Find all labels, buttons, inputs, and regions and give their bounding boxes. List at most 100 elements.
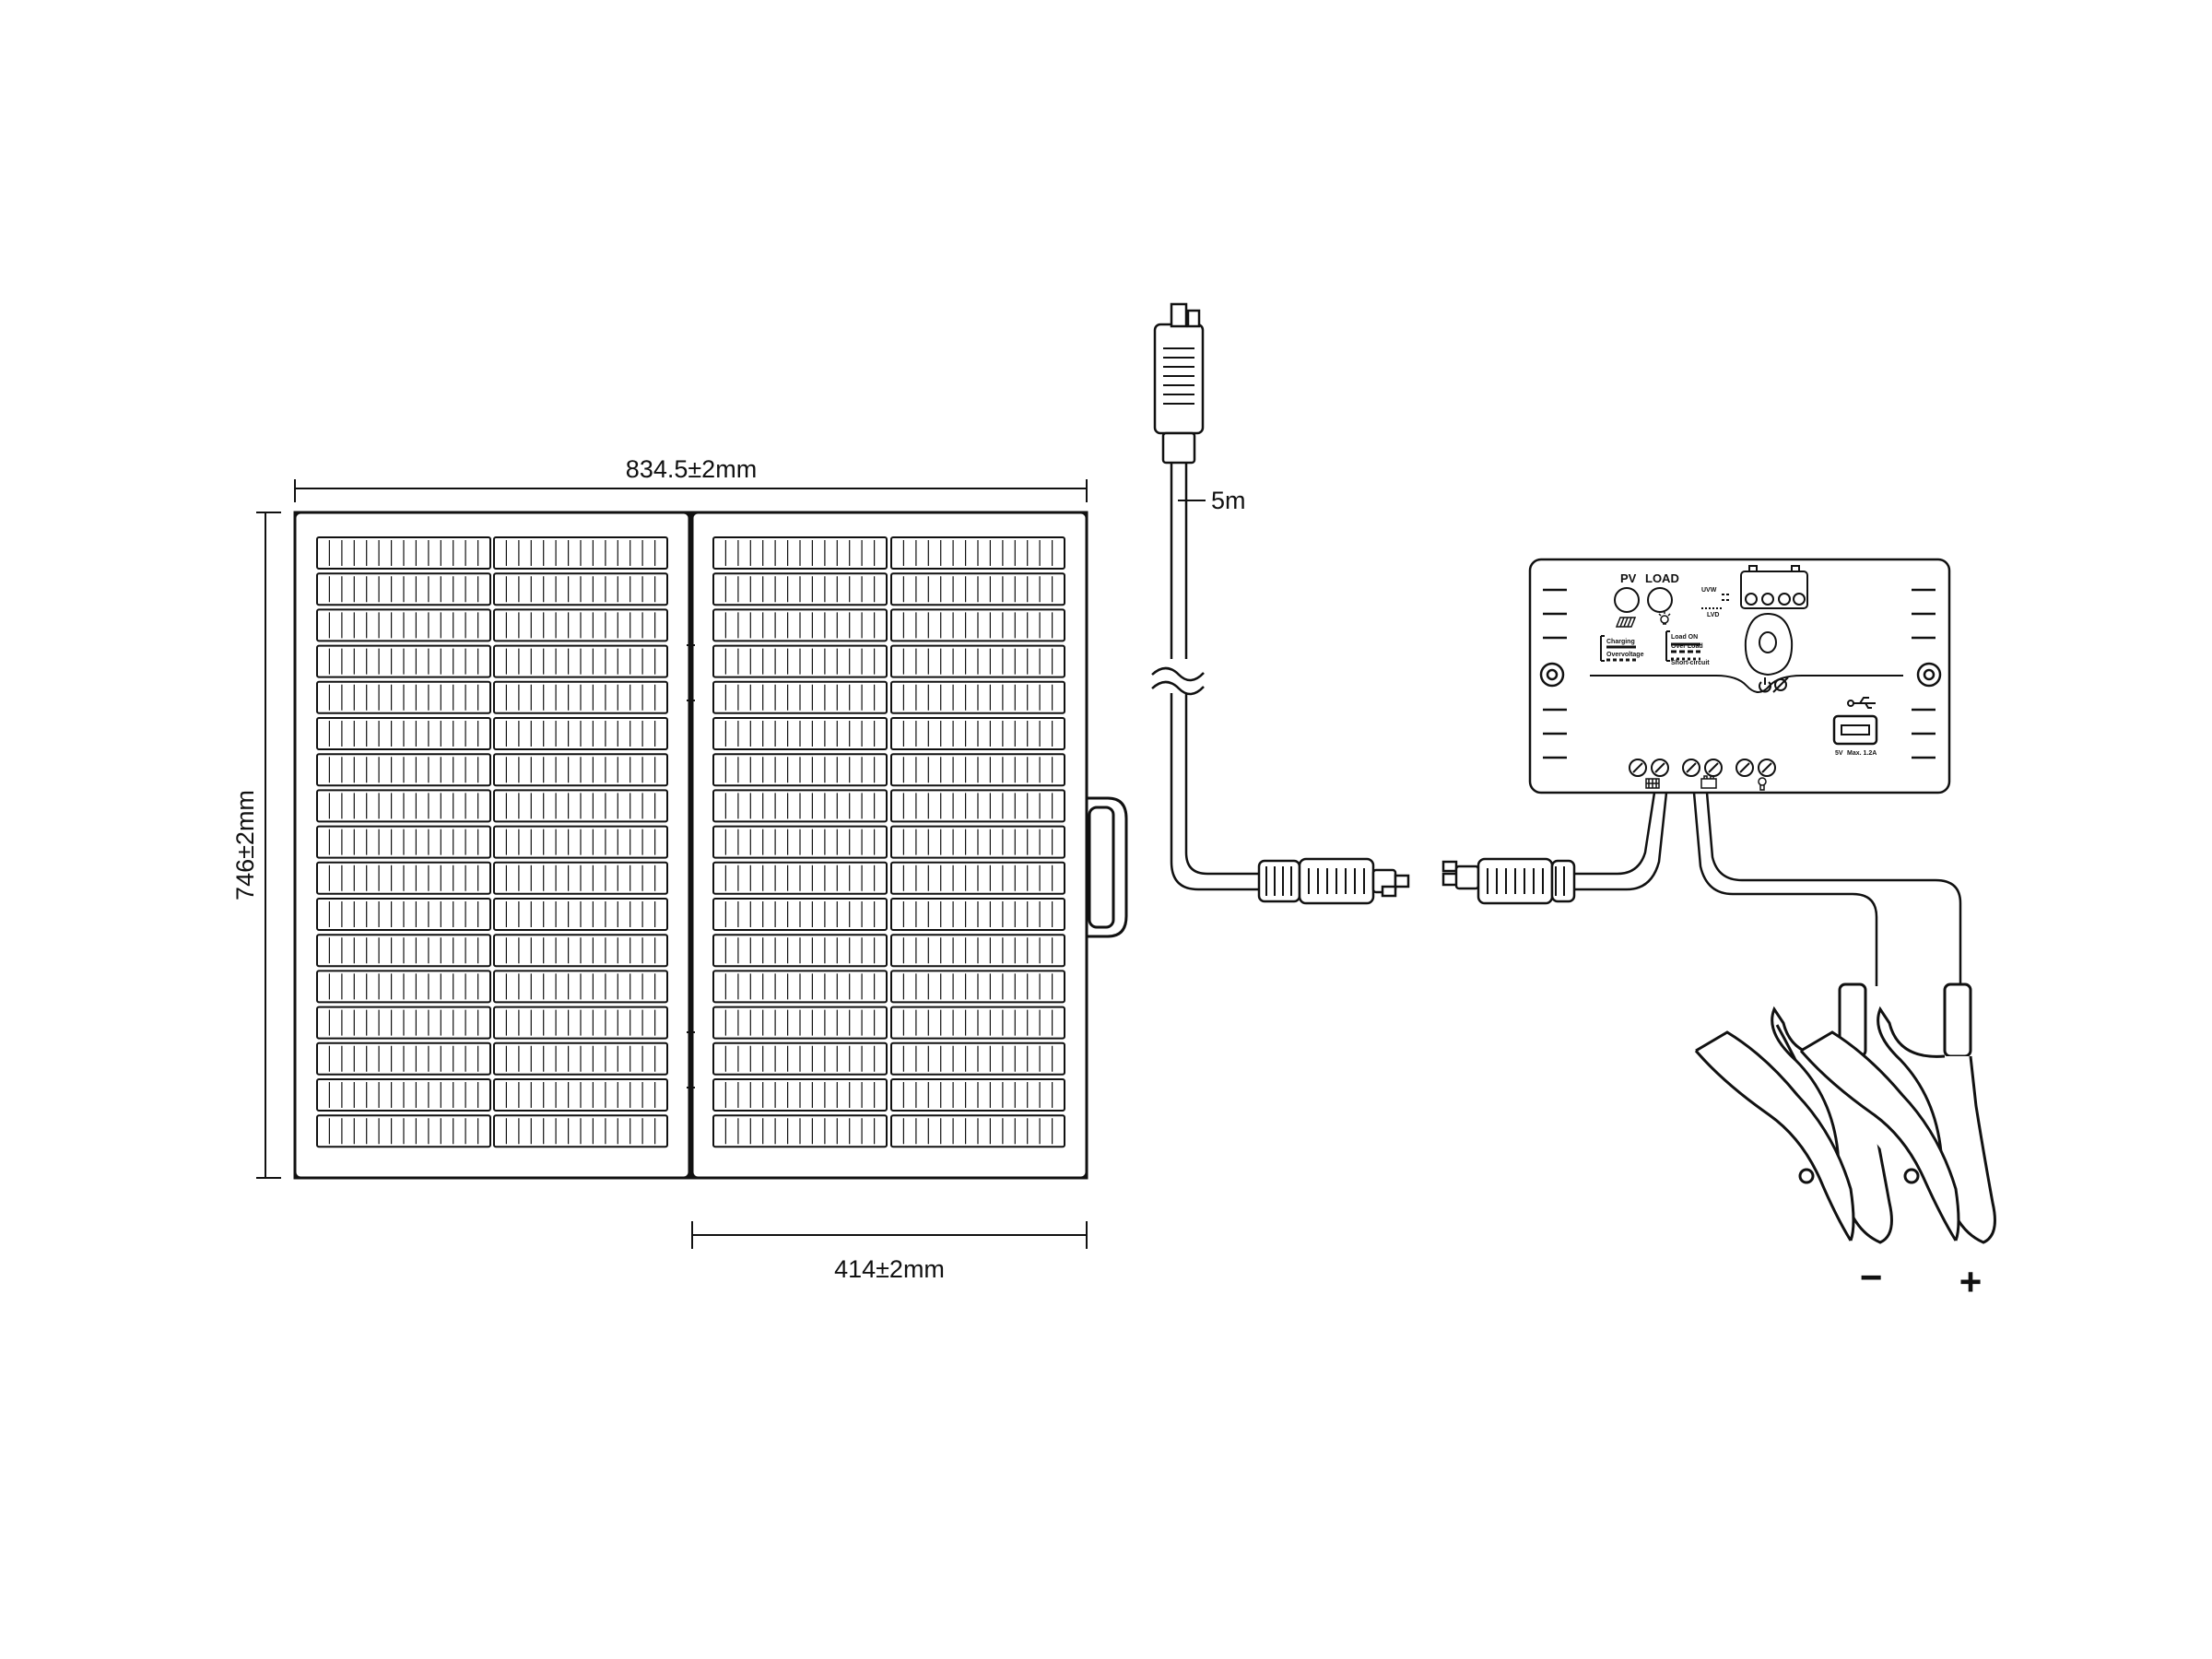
panel-right-frame bbox=[690, 511, 1088, 1180]
solar-cell bbox=[316, 898, 491, 931]
solar-cell bbox=[712, 1006, 888, 1040]
solar-cell bbox=[316, 608, 491, 642]
solar-cell bbox=[316, 536, 491, 570]
solar-cell bbox=[712, 970, 888, 1004]
uvw-label: UVW bbox=[1701, 587, 1717, 594]
solar-cell bbox=[316, 1114, 491, 1148]
mount-hole-right bbox=[1916, 662, 1942, 688]
solar-cell bbox=[316, 753, 491, 787]
solar-cell bbox=[712, 789, 888, 823]
solar-cell bbox=[316, 934, 491, 968]
solar-cell bbox=[316, 1006, 491, 1040]
load-indicator bbox=[1647, 587, 1673, 613]
positive-clamp bbox=[1799, 982, 1996, 1244]
terminal-block bbox=[1629, 759, 1776, 777]
solar-cell bbox=[712, 1041, 888, 1076]
panel-divider-curve bbox=[1590, 675, 1903, 693]
solar-cell bbox=[890, 572, 1065, 606]
overall-width-dimension-line bbox=[294, 479, 1088, 502]
usb-current-label: Max. 1.2A bbox=[1847, 750, 1877, 757]
solar-cell bbox=[890, 536, 1065, 570]
solar-cell bbox=[493, 825, 668, 859]
panel-left-frame bbox=[293, 511, 691, 1180]
solar-cell bbox=[890, 717, 1065, 750]
mount-hole-left bbox=[1539, 662, 1565, 688]
height-dimension-line bbox=[256, 512, 281, 1179]
status-overvoltage: Overvoltage bbox=[1606, 652, 1644, 658]
cable-length-label: 5m bbox=[1211, 487, 1246, 514]
solar-cell bbox=[890, 753, 1065, 787]
panel-cable bbox=[1170, 461, 1267, 891]
usb-port[interactable] bbox=[1832, 714, 1878, 746]
solar-cell bbox=[316, 572, 491, 606]
charge-controller bbox=[1528, 558, 1951, 794]
solar-cell bbox=[316, 789, 491, 823]
solar-cell bbox=[712, 717, 888, 750]
usb-icon bbox=[1847, 697, 1876, 709]
solar-cell bbox=[493, 1006, 668, 1040]
negative-symbol: − bbox=[1860, 1255, 1883, 1299]
lvd-label: LVD bbox=[1707, 612, 1719, 618]
mode-button[interactable] bbox=[1744, 612, 1794, 677]
solar-cell bbox=[890, 861, 1065, 895]
solar-cell bbox=[890, 789, 1065, 823]
solar-cell bbox=[316, 861, 491, 895]
solar-cell bbox=[712, 934, 888, 968]
solar-cell bbox=[712, 608, 888, 642]
bulb-icon bbox=[1658, 612, 1671, 625]
status-legend bbox=[1600, 630, 1700, 662]
solar-cell bbox=[712, 536, 888, 570]
hinges bbox=[687, 644, 695, 1088]
height-label: 746±2mm bbox=[231, 790, 259, 900]
corner-brackets bbox=[293, 511, 1088, 1180]
controller-battery-cable bbox=[1692, 792, 1962, 986]
solar-cells bbox=[316, 536, 1065, 1148]
solar-cell bbox=[890, 1078, 1065, 1112]
solar-cell bbox=[890, 825, 1065, 859]
dimension-lines bbox=[256, 479, 1206, 1249]
solar-cell bbox=[493, 572, 668, 606]
power-icon bbox=[1759, 677, 1789, 693]
solar-cell bbox=[712, 644, 888, 678]
solar-cell bbox=[712, 861, 888, 895]
battery-clamps bbox=[1694, 982, 1996, 1244]
cable-break bbox=[1151, 680, 1205, 696]
status-load-on: Load ON bbox=[1671, 634, 1698, 641]
overall-width-label: 834.5±2mm bbox=[626, 455, 757, 483]
solar-cell bbox=[890, 1114, 1065, 1148]
solar-cell bbox=[493, 536, 668, 570]
solar-cell bbox=[493, 644, 668, 678]
panel-icon bbox=[1615, 617, 1637, 628]
solar-cell bbox=[493, 608, 668, 642]
sae-plug-top bbox=[1153, 302, 1205, 465]
solar-cell bbox=[316, 644, 491, 678]
solar-cell bbox=[493, 934, 668, 968]
status-over-load: Over Load bbox=[1671, 643, 1703, 650]
solar-cell bbox=[890, 1041, 1065, 1076]
controller-body bbox=[1528, 558, 1951, 794]
sae-connector-right bbox=[1441, 857, 1576, 905]
solar-cell bbox=[712, 572, 888, 606]
solar-cell bbox=[493, 1041, 668, 1076]
solar-cell bbox=[890, 934, 1065, 968]
positive-symbol: + bbox=[1959, 1260, 1983, 1303]
status-short-circuit: Short-circuit bbox=[1671, 660, 1710, 666]
usb-voltage-label: 5V bbox=[1835, 750, 1843, 757]
panel-width-dimension-line bbox=[691, 1221, 1088, 1249]
solar-cell bbox=[493, 1078, 668, 1112]
battery-gauge bbox=[1740, 571, 1808, 609]
solar-cell bbox=[493, 1114, 668, 1148]
solar-cell bbox=[712, 753, 888, 787]
solar-cell bbox=[316, 825, 491, 859]
solar-cell bbox=[712, 1078, 888, 1112]
solar-cell bbox=[712, 1114, 888, 1148]
solar-cell bbox=[712, 898, 888, 931]
solar-cell bbox=[316, 680, 491, 714]
solar-cell bbox=[493, 717, 668, 750]
solar-cell bbox=[493, 680, 668, 714]
solar-cell bbox=[316, 717, 491, 750]
cable-break bbox=[1151, 666, 1205, 682]
vent-slots bbox=[1543, 588, 1936, 759]
status-charging: Charging bbox=[1606, 639, 1635, 645]
